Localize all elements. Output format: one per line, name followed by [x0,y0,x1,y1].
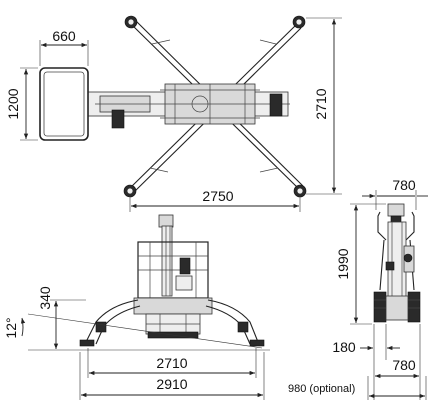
dim-label: 980 (optional) [288,383,355,395]
outrigger-pad-icon [79,339,95,347]
dim-side-track: 180 [332,324,400,400]
side-view: 780 1990 180 780 980 (optional) [288,177,428,400]
dim-label: 2750 [202,188,233,204]
front-outriggers [79,299,265,347]
dim-top-span: 2750 [129,188,301,212]
front-chassis [133,297,213,339]
dim-label: 340 [37,286,53,310]
front-cage [137,241,209,299]
dim-label: 2910 [156,376,187,392]
side-head [377,203,415,241]
dim-front-outrigger-outer: 2910 [79,352,265,400]
dim-front-outrigger-inner: 2710 [87,348,257,378]
dim-label: 180 [332,339,356,355]
dim-front-angle: 12° [3,317,26,339]
side-tracks [373,291,421,323]
dim-label: 780 [392,177,416,193]
top-boom [87,83,290,129]
top-outrigger-arms [123,15,307,198]
dim-side-base-width: 780 [375,324,421,400]
top-basket [39,67,89,141]
dim-label: 660 [52,28,76,44]
dim-label: 1990 [335,248,351,279]
dim-side-height: 1990 [335,203,386,325]
dim-top-overall: 2710 [306,17,342,195]
front-mast [158,214,174,297]
outrigger-pad-icon [249,339,265,347]
dim-front-height-offset: 340 [37,286,59,349]
front-ground [27,299,270,351]
dim-side-width: 780 [362,177,428,210]
dim-label: 12° [3,317,19,338]
dim-top-basket-width: 660 [39,28,89,66]
top-view: 660 1200 2710 2750 [5,15,342,212]
dim-label: 1200 [5,88,21,119]
dim-label: 2710 [313,88,329,119]
side-mast [379,221,415,313]
front-view: 340 12° 2710 2910 [3,214,270,400]
dim-side-optional: 980 (optional) [288,376,427,400]
dim-top-basket-depth: 1200 [5,67,38,141]
dim-label: 780 [392,357,416,373]
dim-label: 2710 [156,355,187,371]
